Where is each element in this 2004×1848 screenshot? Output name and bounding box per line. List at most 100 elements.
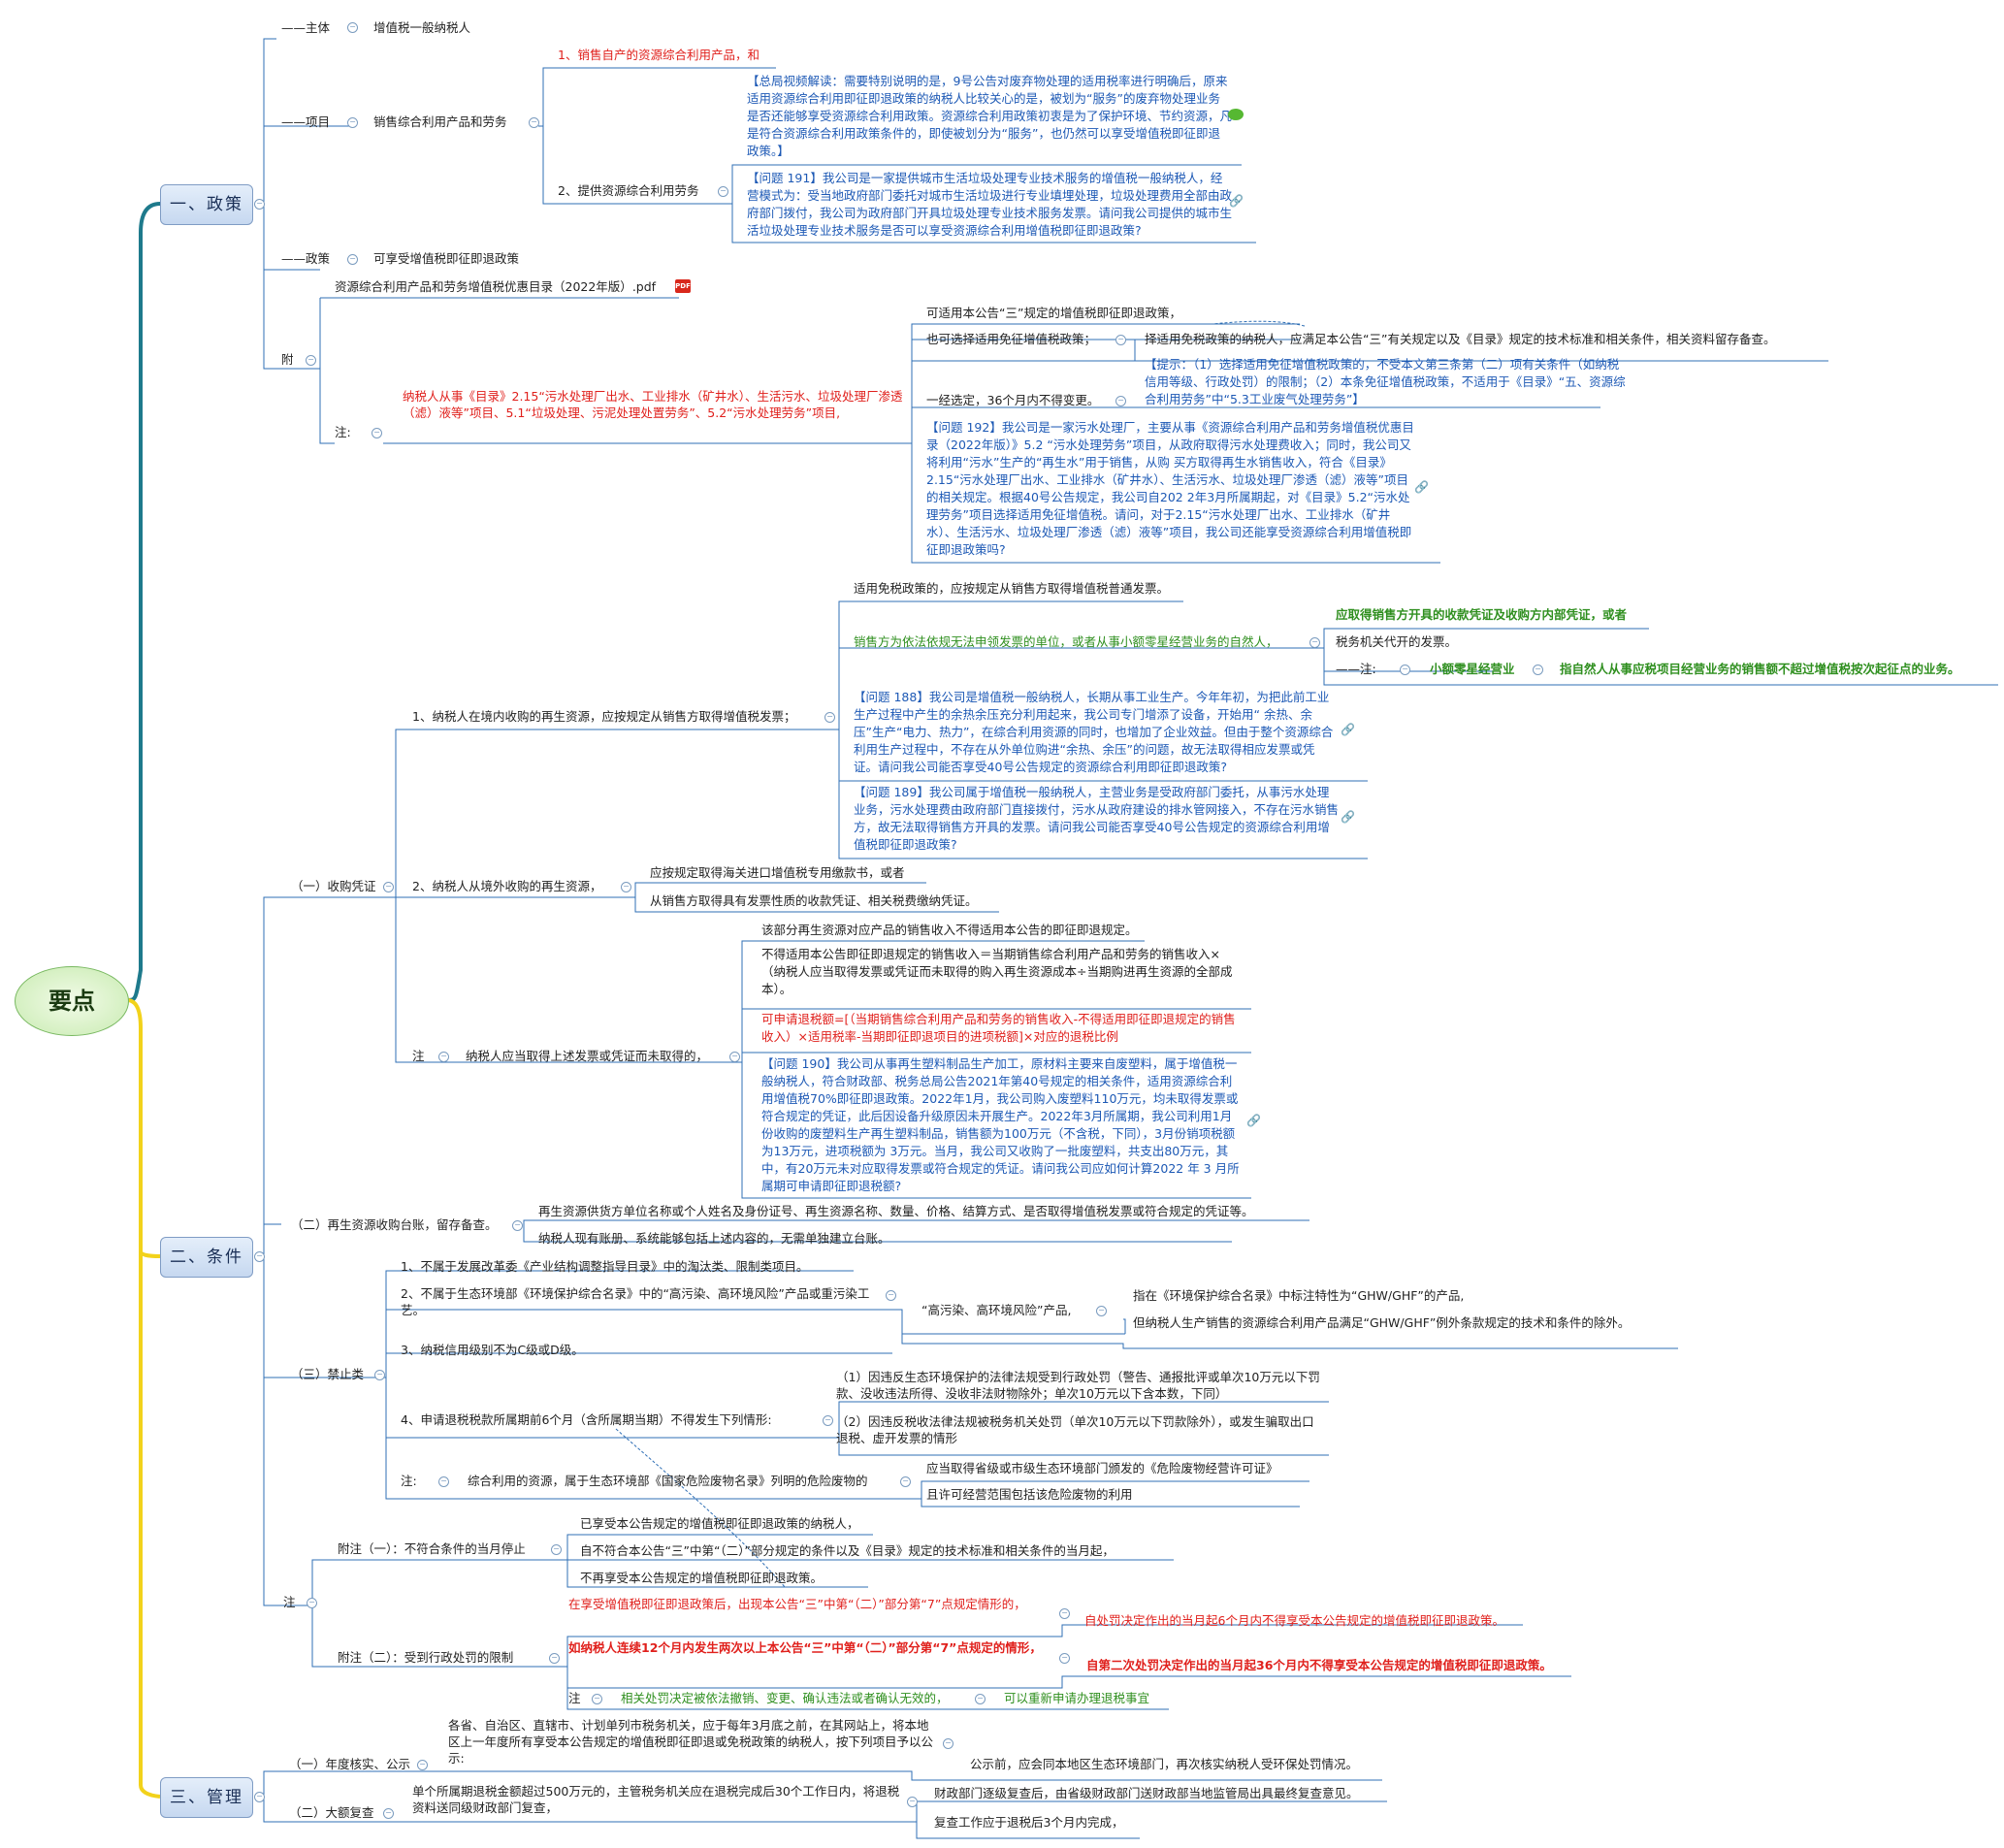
collapse-icon[interactable]: − bbox=[975, 1694, 986, 1704]
voucher-1-b1: 应取得销售方开具的收款凭证及收购方内部凭证，或者 bbox=[1336, 607, 1628, 622]
collapse-icon[interactable]: − bbox=[1115, 335, 1126, 345]
collapse-icon[interactable]: − bbox=[306, 355, 316, 366]
collapse-icon[interactable]: − bbox=[1059, 1653, 1070, 1664]
collapse-icon[interactable]: − bbox=[372, 428, 382, 438]
collapse-icon[interactable]: − bbox=[529, 117, 539, 128]
collapse-icon[interactable]: − bbox=[347, 254, 358, 265]
voucher-label: （一）收购凭证 bbox=[291, 879, 376, 893]
extra-1-label: 附注（一）：不符合条件的当月停止 bbox=[338, 1541, 526, 1556]
collapse-icon[interactable]: − bbox=[729, 1052, 740, 1062]
item-2: 2、提供资源综合利用劳务 bbox=[558, 183, 699, 198]
question-189: 【问题 189】我公司属于增值税一般纳税人，主营业务是受政府部门委托，从事污水处… bbox=[854, 785, 1340, 852]
wechat-icon[interactable] bbox=[1228, 109, 1244, 120]
ban-2-b: 但纳税人生产销售的资源综合利用产品满足“GHW/GHF”例外条款规定的技术和条件… bbox=[1133, 1315, 1631, 1330]
collapse-icon[interactable]: − bbox=[374, 1370, 385, 1380]
tip-note: 【提示：（1）选择适用免征增值税政策的，不受本文第三条第（二）项有关条件（如纳税… bbox=[1145, 357, 1626, 406]
ban-2: 2、不属于生态环境部《环境保护综合名录》中的“高污染、高环境风险”产品或重污染工… bbox=[401, 1286, 870, 1317]
section-conditions[interactable]: 二、条件 bbox=[160, 1237, 253, 1278]
collapse-icon[interactable]: − bbox=[1309, 637, 1320, 648]
extra-2-note: 相关处罚决定被依法撤销、变更、确认违法或者确认无效的， bbox=[621, 1691, 949, 1705]
voucher-1-b2: 税务机关代开的发票。 bbox=[1336, 634, 1458, 649]
can-apply: 可适用本公告“三”规定的增值税即征即退政策， bbox=[926, 306, 1181, 320]
collapse-icon[interactable]: − bbox=[943, 1738, 954, 1749]
voucher-note-b: 不得适用本公告即征即退规定的销售收入＝当期销售综合利用产品和劳务的销售收入×（纳… bbox=[761, 947, 1233, 996]
collapse-icon[interactable]: − bbox=[900, 1476, 911, 1487]
collapse-icon[interactable]: − bbox=[383, 1808, 394, 1819]
review-b: 复查工作应于退税后3个月内完成， bbox=[934, 1815, 1124, 1830]
item-value: 销售综合利用产品和劳务 bbox=[373, 114, 507, 129]
collapse-icon[interactable]: − bbox=[438, 1476, 449, 1487]
collapse-icon[interactable]: − bbox=[254, 1251, 265, 1262]
extra-2-a: 在享受增值税即征即退政策后，出现本公告“三”中第“（二）”部分第“7”点规定情形… bbox=[568, 1597, 1026, 1611]
annual-result: 公示前，应会同本地区生态环境部门，再次核实纳税人受环保处罚情况。 bbox=[970, 1757, 1359, 1771]
collapse-icon[interactable]: − bbox=[347, 22, 358, 33]
note-label: 注: bbox=[335, 425, 351, 439]
collapse-icon[interactable]: − bbox=[1533, 665, 1543, 675]
review-a: 财政部门逐级复查后，由省级财政部门送财政部当地监管局出具最终复查意见。 bbox=[934, 1786, 1359, 1800]
review-text: 单个所属期退税金额超过500万元的，主管税务机关应在退税完成后30个工作日内，将… bbox=[412, 1784, 900, 1815]
ban-note-label: 注: bbox=[401, 1474, 417, 1488]
ledger-label: （二）再生资源收购台账，留存备查。 bbox=[291, 1217, 498, 1232]
link-icon[interactable]: 🔗 bbox=[1341, 810, 1355, 824]
collapse-icon[interactable]: − bbox=[1059, 1608, 1070, 1619]
subject-value: 增值税一般纳税人 bbox=[373, 20, 471, 35]
collapse-icon[interactable]: − bbox=[549, 1653, 560, 1664]
collapse-icon[interactable]: − bbox=[254, 199, 265, 210]
question-190: 【问题 190】我公司从事再生塑料制品生产加工，原材料主要来自废塑料，属于增值税… bbox=[761, 1056, 1240, 1193]
link-icon[interactable]: 🔗 bbox=[1246, 1114, 1261, 1127]
collapse-icon[interactable]: − bbox=[307, 1598, 317, 1608]
ban-label: （三）禁止类 bbox=[291, 1367, 365, 1381]
ledger-b: 纳税人现有账册、系统能够包括上述内容的，无需单独建立台账。 bbox=[538, 1231, 890, 1246]
ban-3: 3、纳税信用级别不为C级或D级。 bbox=[401, 1343, 584, 1357]
ban-note-a: 应当取得省级或市级生态环境部门颁发的《危险废物经营许可证》 bbox=[926, 1461, 1278, 1475]
link-icon[interactable]: 🔗 bbox=[1414, 480, 1429, 494]
extra-2-a-result: 自处罚决定作出的当月起6个月内不得享受本公告规定的增值税即征即退政策。 bbox=[1084, 1613, 1504, 1628]
extra-2-note-result: 可以重新申请办理退税事宜 bbox=[1004, 1691, 1150, 1705]
collapse-icon[interactable]: − bbox=[886, 1290, 896, 1301]
collapse-icon[interactable]: − bbox=[1115, 396, 1126, 406]
voucher-1: 1、纳税人在境内收购的再生资源，应按规定从销售方取得增值税发票； bbox=[412, 709, 796, 724]
extra-2-b-result: 自第二次处罚决定作出的当月起36个月内不得享受本公告规定的增值税即征即退政策。 bbox=[1086, 1658, 1552, 1672]
collapse-icon[interactable]: − bbox=[823, 1415, 833, 1426]
collapse-icon[interactable]: − bbox=[254, 1792, 265, 1802]
ban-2-key: “高污染、高环境风险”产品, bbox=[921, 1303, 1072, 1317]
attach-file[interactable]: 资源综合利用产品和劳务增值税优惠目录（2022年版）.pdf bbox=[335, 279, 657, 294]
collapse-icon[interactable]: − bbox=[347, 117, 358, 128]
voucher-1-b: 销售方为依法依规无法申领发票的单位，或者从事小额零星经营业务的自然人， bbox=[854, 634, 1278, 649]
collapse-icon[interactable]: − bbox=[383, 882, 394, 892]
annual-label: （一）年度核实、公示 bbox=[289, 1757, 411, 1771]
collapse-icon[interactable]: − bbox=[1400, 665, 1410, 675]
video-note: 【总局视频解读：需要特别说明的是，9号公告对废弃物处理的适用税率进行明确后，原来… bbox=[747, 74, 1233, 158]
link-icon[interactable]: 🔗 bbox=[1229, 194, 1244, 208]
extra-1-c: 不再享受本公告规定的增值税即征即退政策。 bbox=[580, 1571, 824, 1585]
collapse-icon[interactable]: − bbox=[1096, 1306, 1107, 1316]
attach-label: 附 bbox=[281, 352, 294, 367]
collapse-icon[interactable]: − bbox=[551, 1544, 562, 1555]
pdf-icon[interactable]: PDF bbox=[675, 279, 691, 293]
voucher-note: 纳税人应当取得上述发票或凭证而未取得的， bbox=[466, 1049, 709, 1063]
collapse-icon[interactable]: − bbox=[417, 1760, 428, 1770]
extra-2-note-label: 注 bbox=[568, 1691, 581, 1705]
collapse-icon[interactable]: − bbox=[592, 1694, 602, 1704]
collapse-icon[interactable]: − bbox=[718, 186, 728, 197]
voucher-1-a: 适用免税政策的，应按规定从销售方取得增值税普通发票。 bbox=[854, 581, 1170, 596]
section-management[interactable]: 三、管理 bbox=[160, 1777, 253, 1818]
link-icon[interactable]: 🔗 bbox=[1341, 723, 1355, 736]
extra-label: 注 bbox=[283, 1595, 296, 1609]
item-label: ——项目 bbox=[281, 114, 331, 129]
section-policy[interactable]: 一、政策 bbox=[160, 184, 253, 225]
collapse-icon[interactable]: − bbox=[824, 712, 835, 723]
collapse-icon[interactable]: − bbox=[512, 1220, 523, 1231]
ban-4-a: （1）因违反生态环境保护的法律法规受到行政处罚（警告、通报批评或单次10万元以下… bbox=[836, 1370, 1320, 1401]
extra-2-label: 附注（二）：受到行政处罚的限制 bbox=[338, 1650, 514, 1665]
root-node[interactable]: 要点 bbox=[15, 966, 129, 1036]
extra-1-b: 自不符合本公告“三”中第“（二）”部分规定的条件以及《目录》规定的技术标准和相关… bbox=[580, 1543, 1115, 1558]
collapse-icon[interactable]: − bbox=[621, 882, 631, 892]
collapse-icon[interactable]: − bbox=[907, 1797, 918, 1807]
ban-note-b: 且许可经营范围包括该危险废物的利用 bbox=[926, 1487, 1133, 1502]
collapse-icon[interactable]: − bbox=[438, 1052, 449, 1062]
exempt-detail: 择适用免税政策的纳税人，应满足本公告“三”有关规定以及《目录》规定的技术标准和相… bbox=[1145, 332, 1776, 346]
question-188: 【问题 188】我公司是增值税一般纳税人，长期从事工业生产。今年年初，为把此前工… bbox=[854, 690, 1334, 774]
